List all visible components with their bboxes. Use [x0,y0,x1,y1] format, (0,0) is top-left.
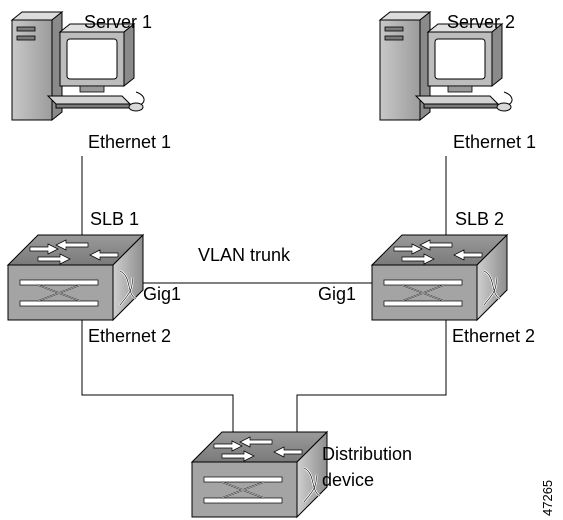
server-2-ethernet-label: Ethernet 1 [453,132,536,152]
slb-1-port-label: Gig1 [143,284,181,304]
server-2-label: Server 2 [447,12,515,32]
link-slb1-distribution [81,320,234,442]
server-1-ethernet-label: Ethernet 1 [88,132,171,152]
link-slb2-distribution [296,320,447,442]
slb-2-ethernet-2-label: Ethernet 2 [452,326,535,346]
slb-2-label: SLB 2 [455,209,504,229]
distribution-label-line-2: device [322,470,374,490]
slb-2-switch-icon [370,233,509,322]
slb-2-port-label: Gig1 [318,284,356,304]
distribution-switch-icon [190,430,329,519]
server-1-label: Server 1 [84,12,152,32]
vlan-trunk-label: VLAN trunk [198,245,291,265]
distribution-label-line-1: Distribution [322,444,412,464]
slb-1-ethernet-2-label: Ethernet 2 [88,326,171,346]
figure-id: 47265 [540,480,555,516]
slb-1-switch-icon [6,233,145,322]
slb-1-label: SLB 1 [90,209,139,229]
